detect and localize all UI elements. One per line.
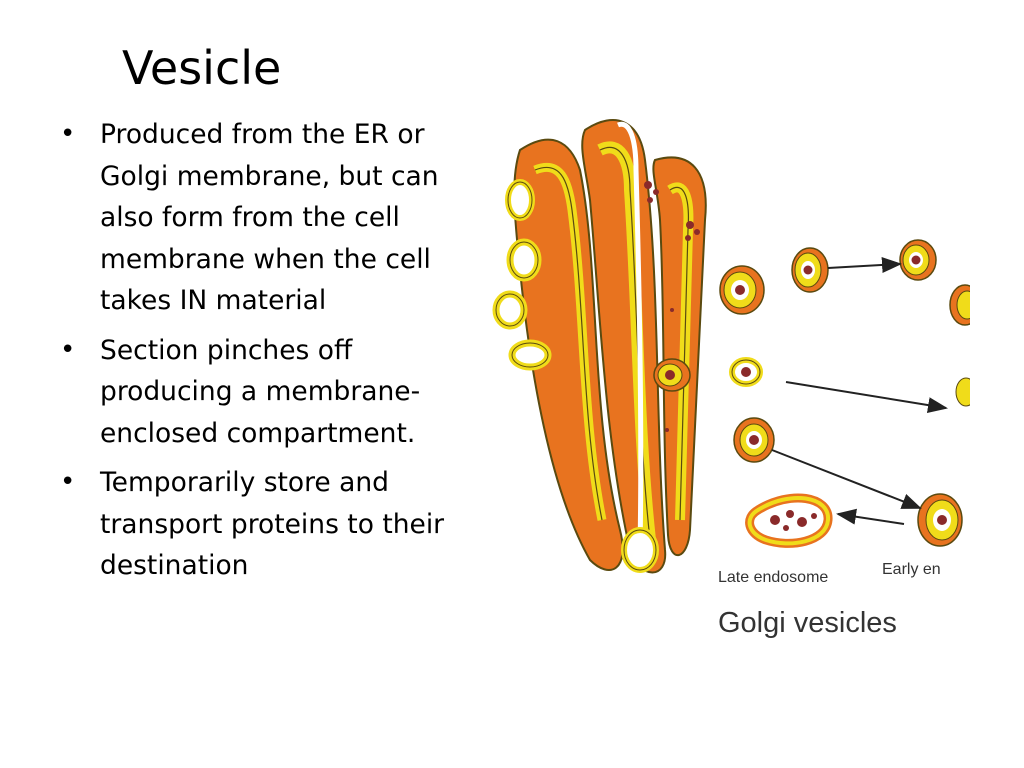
figure-caption: Golgi vesicles bbox=[718, 607, 897, 639]
bullet-dot-icon: • bbox=[60, 334, 76, 365]
bullet-text: Section pinches off producing a membrane… bbox=[100, 334, 421, 449]
golgi-stack bbox=[513, 119, 707, 574]
label-late-endosome: Late endosome bbox=[718, 569, 828, 586]
left-vesicles bbox=[492, 179, 552, 371]
golgi-diagram: Late endosome Early en Golgi vesicles bbox=[490, 110, 970, 650]
budding-vesicle bbox=[653, 358, 691, 392]
free-vesicles bbox=[719, 239, 970, 548]
bullet-text: Produced from the ER or Golgi membrane, … bbox=[100, 119, 439, 316]
bullet-text: Temporarily store and transport proteins… bbox=[100, 467, 445, 581]
bullet-list: • Produced from the ER or Golgi membrane… bbox=[58, 114, 458, 595]
label-early-endosome: Early en bbox=[882, 561, 941, 578]
golgi-diagram-svg: Late endosome Early en Golgi vesicles bbox=[492, 119, 970, 639]
bullet-item: • Produced from the ER or Golgi membrane… bbox=[58, 114, 458, 322]
bullet-dot-icon: • bbox=[60, 119, 76, 149]
bullet-item: • Section pinches off producing a membra… bbox=[58, 330, 458, 455]
slide-title: Vesicle bbox=[122, 41, 282, 95]
bullet-item: • Temporarily store and transport protei… bbox=[58, 462, 458, 587]
transport-arrows bbox=[771, 257, 948, 525]
bullet-dot-icon: • bbox=[60, 467, 76, 497]
